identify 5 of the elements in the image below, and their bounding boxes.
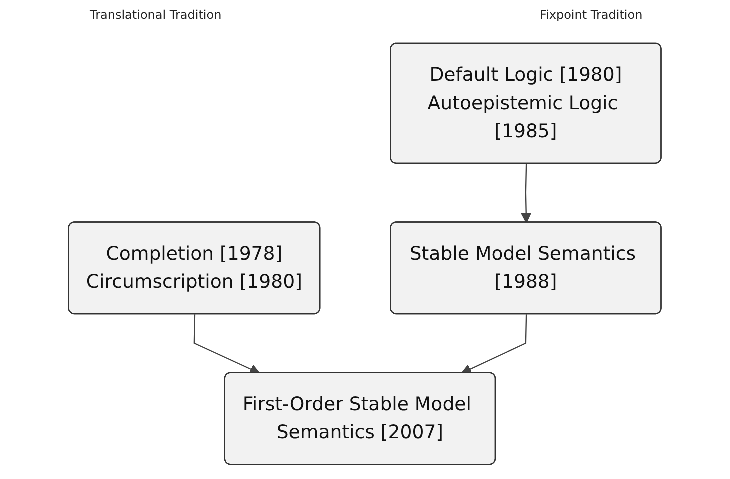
arrow [521, 164, 532, 224]
arrow [194, 314, 260, 374]
arrow [461, 314, 528, 374]
column-heading: Translational Tradition [90, 8, 222, 22]
column-heading: Fixpoint Tradition [540, 8, 643, 22]
